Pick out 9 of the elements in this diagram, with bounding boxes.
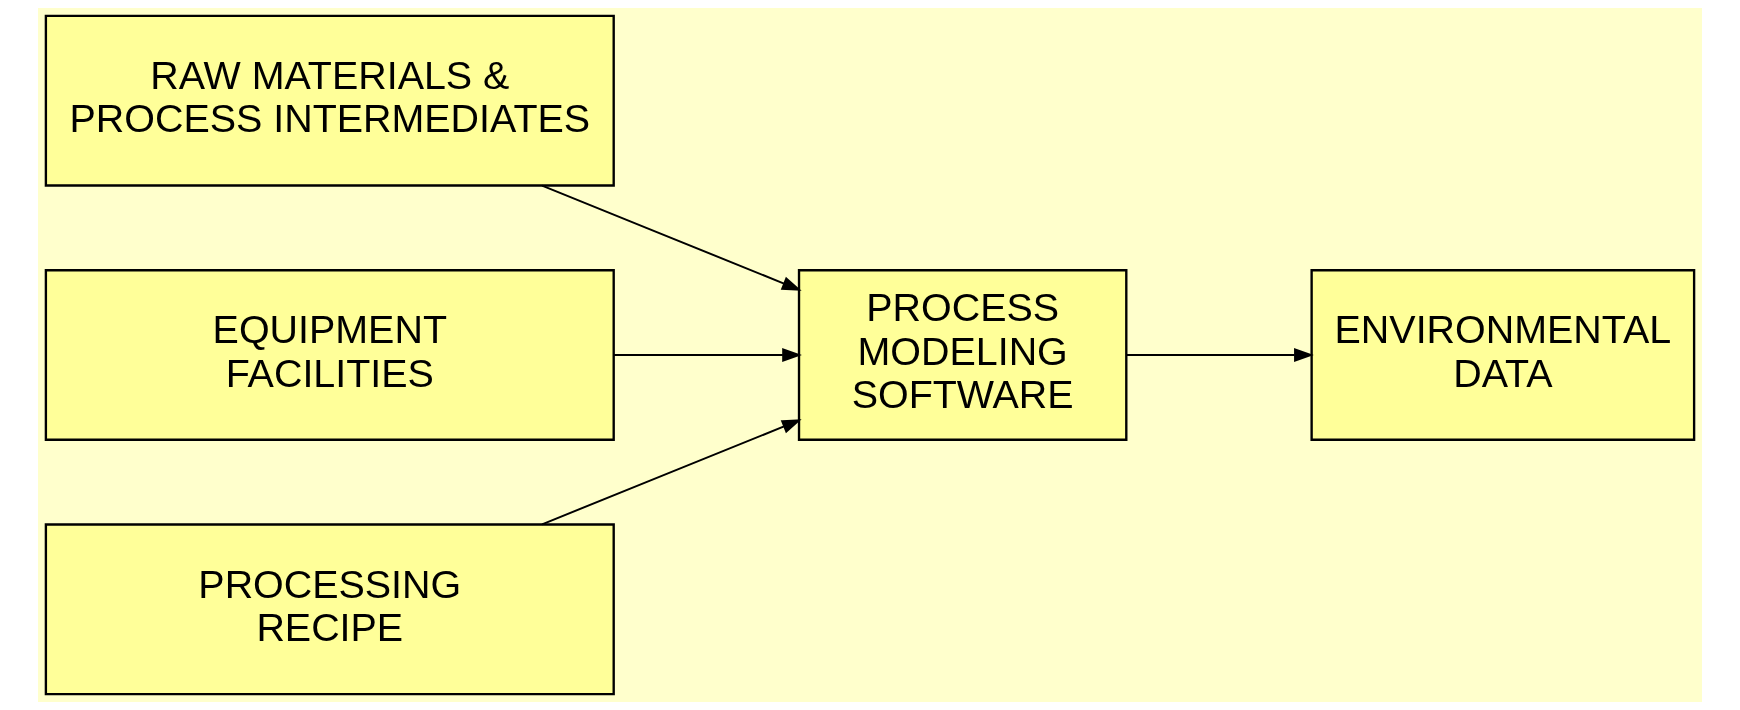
arrow xyxy=(541,419,802,526)
node-box: EQUIPMENT FACILITIES xyxy=(44,269,615,441)
arrow xyxy=(613,348,802,362)
arrow xyxy=(541,184,802,291)
node-box: PROCESSING RECIPE xyxy=(44,523,615,696)
node-box: ENVIRONMENTAL DATA xyxy=(1310,269,1696,441)
node-box: PROCESS MODELING SOFTWARE xyxy=(797,269,1128,441)
node-box: RAW MATERIALS & PROCESS INTERMEDIATES xyxy=(44,14,615,187)
arrow xyxy=(1126,348,1314,362)
